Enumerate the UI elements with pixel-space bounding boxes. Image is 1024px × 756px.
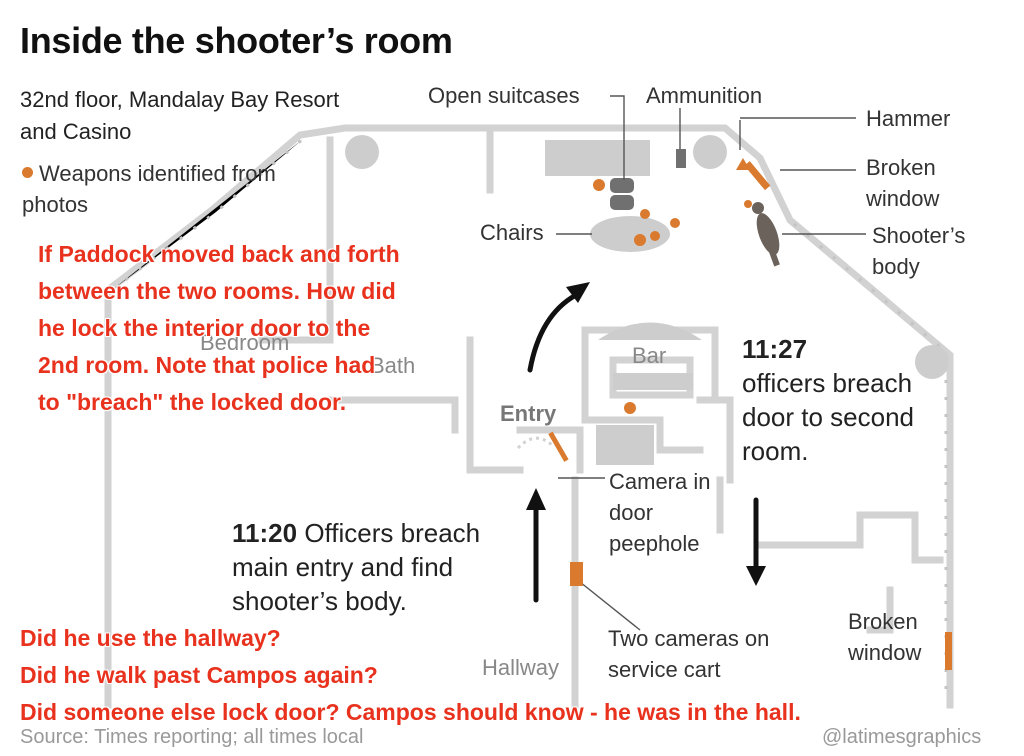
timeline-1120-text: Officers breach main entry and find shoo… bbox=[232, 518, 481, 616]
label-hammer: Hammer bbox=[866, 106, 951, 131]
red-annotation-line: 2nd room. Note that police had bbox=[38, 352, 376, 378]
orange-markers bbox=[548, 158, 952, 670]
timeline-1120-time: 11:20 bbox=[232, 518, 298, 548]
ammunition-box bbox=[676, 149, 686, 168]
label-bedroom: Bedroom bbox=[200, 330, 290, 355]
bar-counter bbox=[613, 373, 693, 390]
question-line: Did he use the hallway? bbox=[20, 625, 281, 651]
shooters-body-figure bbox=[752, 202, 780, 267]
bar-arch bbox=[598, 322, 702, 340]
walls bbox=[103, 124, 954, 709]
round-table-right bbox=[693, 135, 727, 169]
red-annotation-line: If Paddock moved back and forth bbox=[38, 241, 400, 267]
leader-lines bbox=[556, 95, 866, 631]
red-annotation-line: to "breach" the locked door. bbox=[38, 389, 347, 415]
label-ammunition: Ammunition bbox=[646, 83, 763, 108]
label-bath: Bath bbox=[370, 353, 416, 378]
timeline-1120: 11:20 Officers breach main entry and fin… bbox=[232, 516, 517, 618]
label-chairs: Chairs bbox=[480, 220, 544, 245]
chairs-table bbox=[590, 216, 670, 252]
label-open-suitcases: Open suitcases bbox=[428, 83, 580, 108]
curved-arrow-head bbox=[566, 282, 590, 303]
subtitle: 32nd floor, Mandalay Bay Resort and Casi… bbox=[20, 87, 340, 144]
label-camera-peephole: Camera in door peephole bbox=[609, 469, 711, 556]
peephole-camera-marker bbox=[548, 431, 569, 462]
legend-dot-icon bbox=[22, 167, 33, 178]
question-line: Did someone else lock door? Campos shoul… bbox=[20, 699, 801, 725]
label-entry: Entry bbox=[500, 401, 557, 426]
up-arrowhead bbox=[526, 488, 546, 510]
red-questions: Did he use the hallway? Did he walk past… bbox=[20, 620, 801, 731]
legend-label: Weapons identified from photos bbox=[22, 161, 276, 217]
wall-dashes bbox=[111, 137, 948, 700]
timeline-1127: 11:27 officers breach door to second room… bbox=[742, 332, 922, 468]
suitcases bbox=[610, 149, 686, 210]
label-hallway: Hallway bbox=[482, 655, 560, 680]
legend: Weapons identified from photos bbox=[22, 158, 322, 220]
camera-cart-marker bbox=[570, 562, 583, 586]
label-bar: Bar bbox=[632, 343, 667, 368]
broken-window-bottom-marker bbox=[945, 632, 952, 670]
red-annotation-line: he lock the interior door to the bbox=[38, 315, 371, 341]
round-table-left bbox=[345, 135, 379, 169]
timeline-1127-text: officers breach door to second room. bbox=[742, 368, 915, 466]
red-annotation-block: If Paddock moved back and forth between … bbox=[38, 236, 400, 421]
furniture bbox=[345, 135, 949, 465]
down-arrowhead bbox=[746, 566, 766, 586]
question-line: Did he walk past Campos again? bbox=[20, 662, 378, 688]
broken-window-top-marker bbox=[744, 161, 771, 191]
round-table-far-right bbox=[915, 345, 949, 379]
footer-source: Source: Times reporting; all times local bbox=[20, 726, 364, 748]
direction-arrows bbox=[527, 292, 759, 603]
label-shooters-body: Shooter’s body bbox=[872, 223, 966, 279]
closet bbox=[596, 425, 654, 465]
label-broken-window-bottom: Broken window bbox=[848, 609, 922, 665]
timeline-1127-time: 11:27 bbox=[742, 334, 808, 364]
sofa bbox=[545, 140, 650, 176]
red-annotation-line: between the two rooms. How did bbox=[38, 278, 396, 304]
curved-arrow bbox=[527, 292, 579, 373]
page-title: Inside the shooter’s room bbox=[20, 20, 453, 61]
label-broken-window-top: Broken window bbox=[866, 155, 940, 211]
label-two-cameras: Two cameras on service cart bbox=[608, 626, 770, 682]
footer-credit: @latimesgraphics bbox=[822, 726, 982, 748]
door-swing bbox=[516, 436, 553, 450]
